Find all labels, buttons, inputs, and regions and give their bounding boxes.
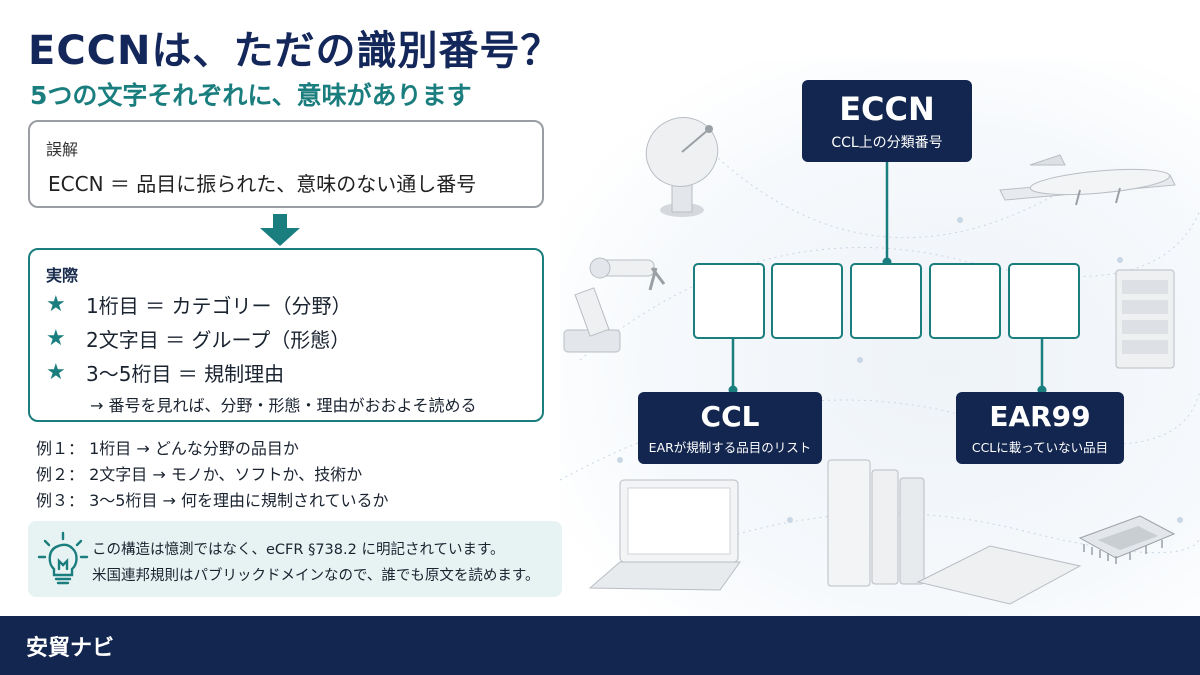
misconception-box: 誤解 ECCN ＝ 品目に振られた、意味のない通し番号	[28, 120, 544, 208]
ear99-node-title: EAR99	[989, 400, 1091, 433]
star-icon: ★	[46, 360, 66, 385]
down-arrow-icon	[260, 214, 300, 246]
example-line: 例３： 3〜5桁目 → 何を理由に規制されているか	[36, 491, 389, 510]
server-icon	[1115, 269, 1175, 369]
diagram-canvas	[560, 117, 1200, 605]
reality-row: ★ 3〜5桁目 ＝ 規制理由	[46, 358, 284, 387]
eccn-digit-slot	[929, 263, 1001, 339]
footer-bar: 安貿ナビ	[0, 616, 1200, 675]
reality-row-text: 3〜5桁目 ＝ 規制理由	[86, 362, 285, 386]
satellite-dish-icon	[645, 117, 719, 217]
eccn-node: ECCN CCL上の分類番号	[802, 80, 972, 162]
eccn-digit-slot	[850, 263, 922, 339]
reality-row: ★ 2文字目 ＝ グループ（形態）	[46, 324, 350, 353]
example-line: 例１： 1桁目 → どんな分野の品目か	[36, 439, 299, 458]
reality-label: 実際	[46, 266, 79, 285]
eccn-digit-slot	[693, 263, 765, 339]
drone-icon	[999, 154, 1176, 206]
reality-note: → 番号を見れば、分野・形態・理由がおおよそ読める	[90, 396, 477, 415]
footer-brand: 安貿ナビ	[26, 636, 115, 661]
misconception-label: 誤解	[46, 140, 79, 159]
ccl-node-subtitle: EARが規制する品目のリスト	[648, 440, 812, 455]
eccn-digit-slot	[771, 263, 843, 339]
tip-text: 米国連邦規則はパブリックドメインなので、誰でも原文を読めます。	[92, 568, 540, 584]
ear99-node: EAR99 CCLに載っていない品目	[956, 392, 1124, 464]
star-icon: ★	[46, 326, 66, 351]
eccn-node-subtitle: CCL上の分類番号	[831, 135, 943, 151]
tablet-icon	[916, 545, 1082, 605]
example-line: 例２： 2文字目 → モノか、ソフトか、技術か	[36, 465, 363, 484]
ccl-node-title: CCL	[700, 400, 760, 433]
tip-box: この構造は憶測ではなく、eCFR §738.2 に明記されています。 米国連邦規…	[28, 521, 562, 597]
eccn-digit-slot	[1008, 263, 1080, 339]
binders-icon	[827, 459, 925, 587]
page-title: ECCNは、ただの識別番号？	[28, 28, 562, 74]
eccn-node-title: ECCN	[839, 90, 935, 128]
reality-row-text: 1桁目 ＝ カテゴリー（分野）	[86, 294, 352, 318]
reality-box: 実際 ★ 1桁目 ＝ カテゴリー（分野） ★ 2文字目 ＝ グループ（形態） ★…	[28, 248, 544, 422]
star-icon: ★	[46, 292, 66, 317]
chip-icon	[1078, 515, 1176, 564]
laptop-icon	[588, 479, 741, 591]
misconception-text: ECCN ＝ 品目に振られた、意味のない通し番号	[48, 172, 477, 196]
reality-row: ★ 1桁目 ＝ カテゴリー（分野）	[46, 290, 351, 319]
reality-row-text: 2文字目 ＝ グループ（形態）	[86, 328, 351, 352]
ear99-node-subtitle: CCLに載っていない品目	[971, 440, 1109, 455]
ccl-node: CCL EARが規制する品目のリスト	[638, 392, 822, 464]
robot-arm-icon	[563, 257, 666, 353]
tip-text: この構造は憶測ではなく、eCFR §738.2 に明記されています。	[92, 542, 505, 558]
lightbulb-icon	[37, 531, 89, 585]
page-subtitle: 5つの文字それぞれに、意味があります	[30, 81, 472, 110]
